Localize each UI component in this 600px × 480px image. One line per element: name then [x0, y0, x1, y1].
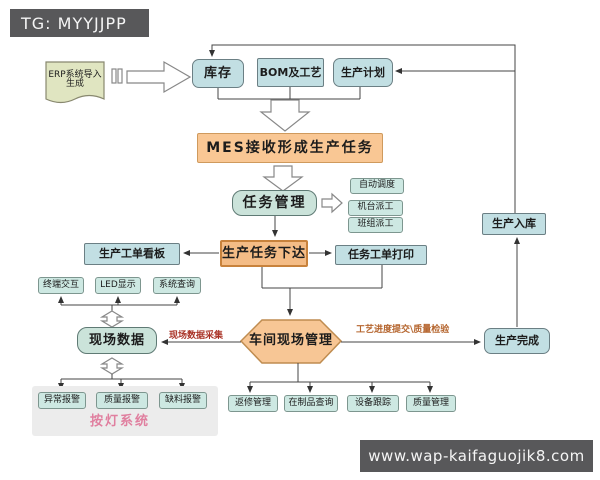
double-arrow-icon-top: [99, 310, 125, 328]
node-shortage-alarm: 缺料报警: [159, 392, 207, 409]
node-system-query: 系统查询: [153, 277, 201, 294]
node-team-dispatch: 班组派工: [348, 217, 403, 233]
connector-workshop-bottom: [247, 363, 433, 393]
connector-fielddata-displays: [58, 296, 180, 311]
erp-label-line2: 生成: [65, 79, 84, 89]
erp-label-line1: ERP系统导入: [48, 69, 102, 80]
double-arrow-icon-bottom: [99, 357, 125, 375]
flow-arrow-down-large: [259, 99, 311, 132]
node-warehouse-in: 生产入库: [482, 213, 546, 235]
node-field-data: 现场数据: [77, 327, 157, 354]
node-production-complete: 生产完成: [484, 328, 550, 354]
node-auto-schedule: 自动调度: [350, 178, 404, 194]
node-production-plan: 生产计划: [333, 58, 393, 87]
node-mes: MES接收形成生产任务: [197, 133, 383, 163]
top-join-connector: [217, 87, 361, 100]
node-led-display: LED显示: [95, 277, 141, 294]
node-quality-management: 质量管理: [406, 395, 456, 412]
node-equipment-tracking: 设备跟踪: [347, 395, 399, 412]
node-inventory: 库存: [192, 59, 244, 88]
node-task-management: 任务管理: [232, 190, 317, 216]
watermark-top-banner: TG: MYYJJPP: [10, 9, 149, 37]
label-andon-system: 按灯系统: [89, 414, 150, 429]
node-workorder-kanban: 生产工单看板: [84, 243, 180, 265]
node-machine-dispatch: 机台派工: [348, 200, 403, 216]
node-abnormal-alarm: 异常报警: [38, 392, 86, 409]
flow-arrow-down-medium: [262, 165, 304, 192]
node-repair-management: 返修管理: [228, 395, 278, 412]
flow-arrow-right-large: [126, 60, 192, 94]
flow-arrow-right-small: [321, 192, 343, 214]
erp-document-shape: [45, 61, 105, 104]
watermark-bottom-banner: www.wap-kaifaguojik8.com: [360, 440, 593, 472]
label-process-submit: 工艺进度提交\质量检验: [356, 325, 450, 335]
connector-to-workshop: [261, 265, 383, 316]
node-bom: BOM及工艺: [257, 58, 324, 87]
label-data-collect: 现场数据采集: [169, 331, 224, 341]
node-workorder-print: 任务工单打印: [335, 245, 427, 265]
node-terminal-interact: 终端交互: [38, 277, 84, 294]
node-wip-query: 在制品查询: [284, 395, 338, 412]
workshop-hexagon: [239, 319, 343, 364]
node-workshop-management: 车间现场管理: [248, 333, 333, 349]
node-quality-alarm: 质量报警: [96, 392, 148, 409]
pipe-icon: [111, 68, 123, 84]
erp-source-node: ERP系统导入 生成: [46, 64, 104, 96]
node-task-release: 生产任务下达: [220, 240, 308, 267]
connector-warehouse-top: [209, 44, 516, 213]
